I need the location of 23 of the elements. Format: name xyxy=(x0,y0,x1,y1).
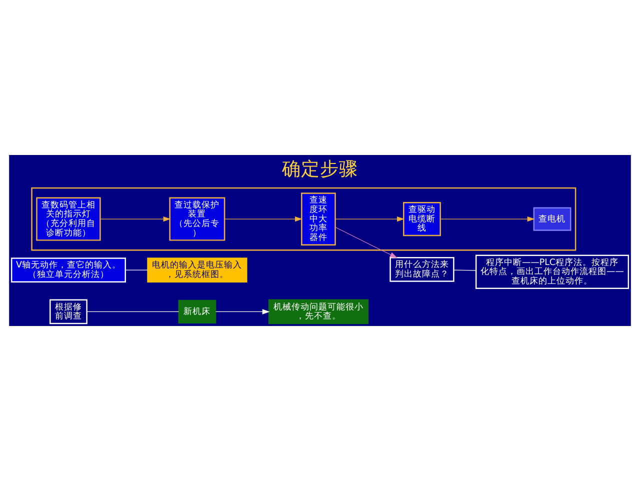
node-box: 新机床 xyxy=(178,299,216,324)
arrow xyxy=(100,216,171,222)
connector xyxy=(125,269,148,270)
node-box: 查速度环中大功率器件 xyxy=(301,192,336,245)
node-box: 机械传动问题可能很小，先不查。 xyxy=(268,298,368,324)
node-box: 查电机 xyxy=(533,206,572,230)
node-box: 查驱动电缆断线 xyxy=(403,201,441,236)
cluster xyxy=(31,186,576,250)
node-box: 用什么方法来判出故障点？ xyxy=(390,256,454,282)
arrow xyxy=(334,216,404,222)
node-box: 查数码管上相关的指示灯 （充分利用自诊断功能） xyxy=(36,196,101,240)
connector xyxy=(454,269,476,270)
node-box: 电机的输入是电压输入，见系统框图。 xyxy=(147,257,248,282)
node-box: 查过载保护装置 （先公后专） xyxy=(169,196,226,240)
arrow xyxy=(335,226,398,258)
arrow xyxy=(215,308,270,314)
arrow xyxy=(440,216,535,222)
node-box: 根据修前调查 xyxy=(50,298,88,324)
arrow xyxy=(224,216,302,222)
diagram-title: 确定步骤 xyxy=(282,158,358,180)
node-box: V轴无动作，查它的输入。 （独立单元分析法） xyxy=(10,257,126,282)
connector xyxy=(86,310,180,312)
node-box: 程序中断——PLC程序法。按程序化特点，画出工作台动作流程图——查机床的上位动作。 xyxy=(475,254,630,288)
